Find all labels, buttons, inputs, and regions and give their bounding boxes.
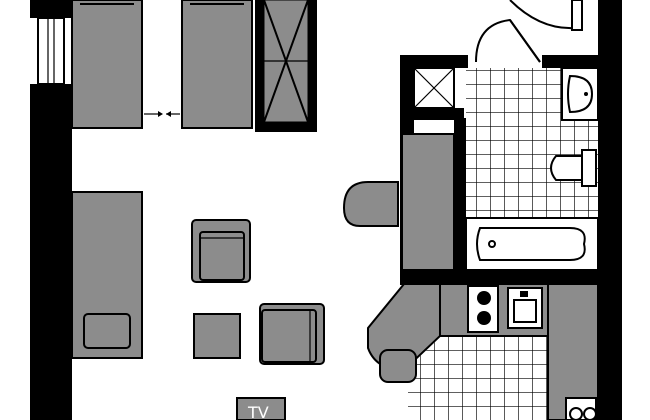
cabinet	[401, 133, 455, 271]
washbasin-icon	[561, 67, 599, 121]
wardrobe	[255, 0, 317, 132]
kitchen	[367, 283, 599, 420]
coffee-table	[193, 313, 241, 359]
tv-label: TV	[247, 403, 269, 420]
sofa-bed	[71, 191, 143, 359]
entrance-door	[509, 0, 583, 31]
wall-shower-bottom	[414, 108, 464, 120]
bed-join-arrows-icon	[144, 111, 180, 117]
wall-bath-partition	[454, 118, 466, 278]
bed-right	[181, 0, 253, 129]
wall-left	[30, 84, 72, 420]
sink-icon	[507, 287, 543, 329]
bed-left	[71, 0, 143, 129]
bathroom-door	[475, 18, 541, 63]
chair	[342, 181, 399, 227]
stove-icon	[467, 285, 499, 333]
wall-right	[598, 0, 622, 420]
armchair-right	[259, 303, 325, 365]
bathroom	[413, 18, 599, 271]
window-left	[37, 17, 65, 85]
wall-bath-bottom	[400, 270, 600, 284]
shower-tray-icon	[413, 67, 455, 109]
tv-stand: TV	[236, 397, 286, 420]
toilet-icon	[550, 149, 597, 187]
wall-bath-top-right	[542, 55, 600, 68]
armchair-top	[191, 219, 251, 283]
bathtub-icon	[465, 217, 599, 271]
wall-top-left	[30, 0, 72, 18]
wall-bath-top-left	[400, 55, 468, 68]
kitchen-appliance	[565, 397, 597, 420]
kitchen-table	[367, 283, 441, 383]
